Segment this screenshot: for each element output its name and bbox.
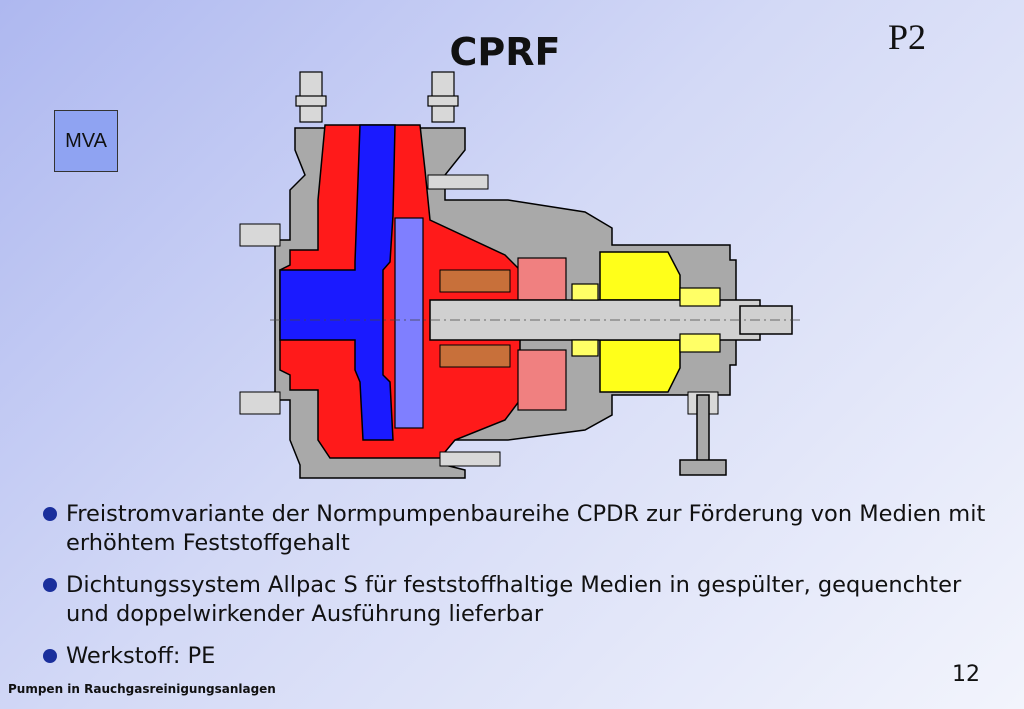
seal-area [517, 257, 567, 411]
impeller-shroud [394, 217, 424, 429]
bullet-icon [43, 649, 57, 663]
bullet-text: Freistromvariante der Normpumpenbaureihe… [66, 501, 986, 556]
bearings [571, 283, 721, 357]
page-number: 12 [952, 662, 980, 687]
bullet-text: Dichtungssystem Allpac S für feststoffha… [66, 572, 962, 627]
side-bolts [239, 174, 719, 467]
bullet-item: Freistromvariante der Normpumpenbaureihe… [40, 500, 1000, 558]
bullet-item: Dichtungssystem Allpac S für feststoffha… [40, 571, 1000, 629]
mechanical-seal [439, 269, 511, 368]
footer-text: Pumpen in Rauchgasreinigungsanlagen [8, 682, 276, 696]
support-foot [679, 394, 727, 476]
mva-badge: MVA [54, 110, 118, 172]
bullet-text: Werkstoff: PE [66, 643, 216, 669]
bullet-list: Freistromvariante der Normpumpenbaureihe… [40, 500, 1000, 684]
pump-cross-section-drawing [239, 71, 800, 479]
bullet-item: Werkstoff: PE [40, 642, 1000, 671]
bullet-icon [43, 578, 57, 592]
slide-tag: P2 [888, 17, 927, 57]
slide-title: CPRF [449, 30, 561, 74]
bullet-icon [43, 507, 57, 521]
blue-impeller [279, 124, 396, 441]
top-bolts [295, 71, 459, 123]
